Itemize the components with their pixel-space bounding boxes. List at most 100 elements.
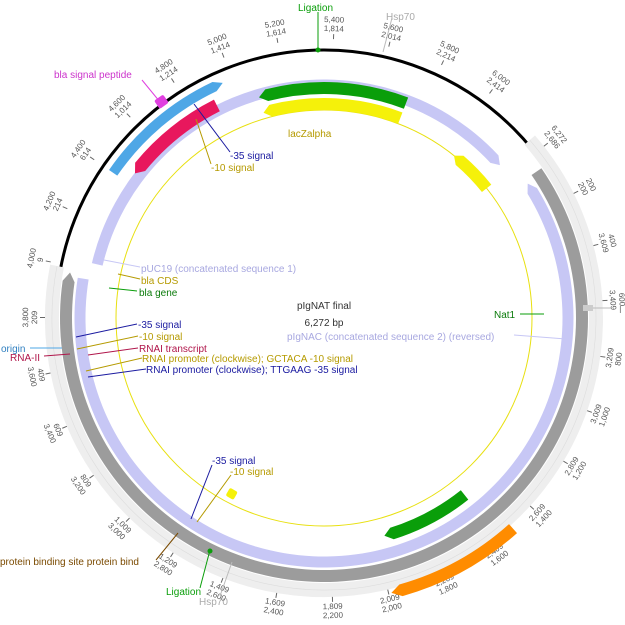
hsp70-bottom-leader bbox=[219, 561, 233, 597]
ruler-tick bbox=[600, 355, 606, 358]
minus10-mid-leader bbox=[76, 335, 139, 350]
minus35-mid-leader bbox=[75, 323, 138, 338]
leader-lines bbox=[30, 12, 612, 597]
ruler-tick bbox=[529, 505, 535, 510]
rnai-prom-35-leader bbox=[87, 368, 147, 378]
pignac-leader bbox=[513, 334, 567, 340]
feature-hsp70-promoter bbox=[391, 524, 518, 597]
ruler-tick bbox=[275, 592, 278, 598]
ruler-tick bbox=[45, 372, 51, 375]
ruler-inner-label: 209 bbox=[30, 310, 39, 324]
hsp70-top-label: Hsp70 bbox=[386, 12, 415, 23]
rnai-prom-35-label: RNAI promoter (clockwise); TTGAAG -35 si… bbox=[146, 365, 358, 376]
feature-origin bbox=[109, 82, 223, 176]
feature-nat1 bbox=[384, 490, 469, 540]
ruler-inner-label: 409 bbox=[35, 367, 47, 382]
plasmid-name: pIgNAT final bbox=[297, 301, 351, 312]
ruler-tick bbox=[276, 37, 279, 43]
feature-laczalpha bbox=[454, 155, 492, 193]
ruler-outer-label: 800 bbox=[613, 351, 624, 366]
ruler-outer-label: 2,400 bbox=[263, 605, 285, 617]
ruler-tick bbox=[125, 517, 130, 522]
rnai-transcript-label: RNAI transcript bbox=[139, 344, 207, 355]
ruler-outer-label: 400 bbox=[606, 233, 618, 249]
ruler-outer-label: 4,000 bbox=[25, 247, 38, 269]
minus10-bottom-leader bbox=[196, 474, 232, 523]
bla-cds-leader bbox=[117, 273, 141, 280]
rnai-prom-10-label: RNAI promoter (clockwise); GCTACA -10 si… bbox=[142, 354, 353, 365]
ruler-tick bbox=[388, 41, 391, 47]
pignac-label: pIgNAC (concatenated sequence 2) (revers… bbox=[287, 332, 494, 343]
minus10-mid-label: -10 signal bbox=[139, 332, 182, 343]
ruler-inner-label: 1,614 bbox=[265, 26, 287, 38]
right-edge-marker bbox=[583, 305, 593, 311]
feature-rnai-transcript bbox=[134, 99, 220, 174]
minus10-top-leader bbox=[195, 118, 212, 165]
puc19-label: pUC19 (concatenated sequence 1) bbox=[141, 264, 296, 275]
ligation-bottom-leader bbox=[199, 549, 211, 589]
ruler-tick bbox=[62, 425, 68, 429]
lacZalpha-label: lacZalpha bbox=[288, 129, 332, 140]
ruler-tick bbox=[573, 190, 579, 194]
protein-binding-label: protein binding site protein bind bbox=[0, 557, 139, 568]
ruler-inner-label: 3,209 bbox=[604, 347, 616, 369]
ruler-tick bbox=[563, 460, 569, 465]
ruler-outer-label: 2,200 bbox=[323, 611, 344, 621]
outer-light-band-edge bbox=[51, 139, 597, 591]
minus35-top-label: -35 signal bbox=[230, 151, 273, 162]
ruler-tick bbox=[543, 142, 549, 147]
ruler-outer-label: 3,800 bbox=[21, 307, 30, 328]
minus35-mid-label: -35 signal bbox=[138, 320, 181, 331]
ruler-tick bbox=[45, 260, 51, 263]
hsp70-top-leader bbox=[382, 17, 393, 53]
minus35-bottom-leader bbox=[190, 464, 213, 520]
minus10-top-label: -10 signal bbox=[211, 163, 254, 174]
ruler-tick bbox=[220, 577, 224, 583]
plasmid-size: 6,272 bp bbox=[305, 318, 344, 329]
bla-gene-leader bbox=[108, 287, 138, 292]
origin-label: origin bbox=[1, 344, 25, 355]
rnai-transcript-leader bbox=[87, 347, 139, 356]
ruler-inner-label: 3,409 bbox=[608, 290, 618, 311]
bla-signal-peptide-marker bbox=[154, 95, 168, 109]
rna-ii-label: RNA-II bbox=[10, 353, 40, 364]
ruler-outer-label: 5,400 bbox=[324, 15, 345, 25]
ruler-tick bbox=[62, 206, 68, 210]
ruler-inner-label: 1,609 bbox=[264, 596, 286, 608]
bla-signal-peptide-leader bbox=[141, 79, 161, 103]
feature-labels: Ligation Hsp70 bla signal peptide -35 si… bbox=[0, 3, 622, 608]
minus35-bottom-label: -35 signal bbox=[212, 456, 255, 467]
ligation-bottom-label: Ligation bbox=[166, 587, 201, 598]
right-edge-label: I bbox=[619, 305, 622, 316]
minus10-bottom-label: -10 signal bbox=[230, 467, 273, 478]
protein-binding-leader bbox=[155, 532, 179, 561]
ruler-tick bbox=[89, 474, 94, 479]
ruler-inner-label: 1,814 bbox=[324, 24, 345, 34]
bla-gene-label: bla gene bbox=[139, 288, 178, 299]
rnai-prom-10-leader bbox=[85, 357, 143, 372]
ligation-top-label: Ligation bbox=[298, 3, 333, 14]
ruler-tick bbox=[221, 52, 225, 58]
small-yellow-marker bbox=[226, 488, 238, 500]
puc19-leader bbox=[103, 259, 141, 268]
feature-bla-gene bbox=[258, 82, 409, 109]
ruler-outer-label: 3,600 bbox=[26, 366, 39, 388]
ruler-tick bbox=[441, 60, 445, 66]
feature-bla-cds bbox=[263, 98, 403, 124]
ruler-tick bbox=[170, 552, 174, 558]
ruler-tick bbox=[126, 113, 131, 118]
ruler-outer-label: 5,200 bbox=[264, 18, 286, 30]
bla-cds-label: bla CDS bbox=[141, 276, 179, 287]
rna-ii-leader bbox=[43, 353, 71, 357]
ruler-tick bbox=[89, 156, 95, 161]
ruler-tick bbox=[593, 243, 599, 247]
ruler-tick bbox=[387, 589, 390, 595]
hsp70-bottom-label: Hsp70 bbox=[199, 597, 228, 608]
nat1-label: Nat1 bbox=[494, 310, 516, 321]
feature-arcs bbox=[109, 82, 518, 597]
ligation-top-marker bbox=[315, 47, 321, 53]
ruler-tick bbox=[171, 78, 175, 83]
bla-signal-peptide-label: bla signal peptide bbox=[54, 70, 132, 81]
ruler-tick bbox=[489, 89, 493, 94]
